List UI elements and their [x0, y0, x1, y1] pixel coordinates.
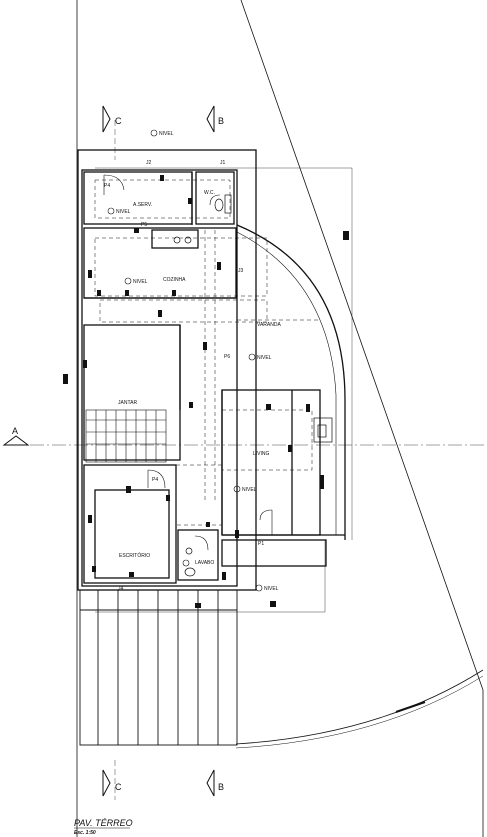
level-label-outside: NIVEL [264, 586, 279, 592]
door-label-p1: P1 [258, 541, 264, 547]
room-label-aserv: A.SERV. [133, 202, 152, 208]
level-label-top: NIVEL [159, 131, 174, 137]
staircase [85, 409, 167, 463]
level-label-kitchen: NIVEL [133, 279, 148, 285]
drawing-title: PAV. TÉRREO [74, 818, 133, 828]
window-label-j2: J2 [146, 160, 152, 166]
level-label-aserv: NIVEL [116, 209, 131, 215]
door-swings [103, 174, 273, 551]
site-lines [76, 0, 484, 837]
overhead-dashed-lines [94, 179, 320, 526]
section-label-b-top: B [218, 116, 224, 126]
room-label-varanda: VARANDA [257, 322, 281, 328]
door-label-p5: P5 [141, 222, 147, 228]
section-markers [2, 105, 215, 797]
room-label-living: LIVING [253, 451, 270, 457]
level-label-living: NIVEL [242, 487, 257, 493]
window-label-j3: J3 [238, 268, 244, 274]
structural-columns [63, 175, 349, 608]
section-label-c-bottom: C [115, 782, 122, 792]
door-label-p4-office: P4 [152, 477, 158, 483]
level-label-veranda: NIVEL [257, 355, 272, 361]
room-label-wc: W.C. [204, 190, 215, 196]
room-label-lavabo: LAVABO [195, 560, 214, 566]
level-symbols [107, 129, 263, 592]
door-label-p4: P4 [104, 183, 110, 189]
garage-deck [79, 589, 238, 746]
door-label-p6: P6 [224, 354, 230, 360]
room-label-cozinha: COZINHA [163, 277, 186, 283]
drawing-scale: Esc. 1:50 [74, 830, 96, 836]
section-label-c-top: C [115, 116, 122, 126]
section-label-b-bottom: B [218, 782, 224, 792]
room-label-escritorio: ESCRITÓRIO [119, 552, 150, 559]
section-label-a: A [12, 426, 18, 436]
walls [77, 149, 346, 591]
window-label-j4: J4 [118, 586, 124, 592]
window-label-j1: J1 [220, 160, 226, 166]
bathroom-fixtures [173, 194, 333, 577]
room-label-jantar: JANTAR [118, 400, 137, 406]
